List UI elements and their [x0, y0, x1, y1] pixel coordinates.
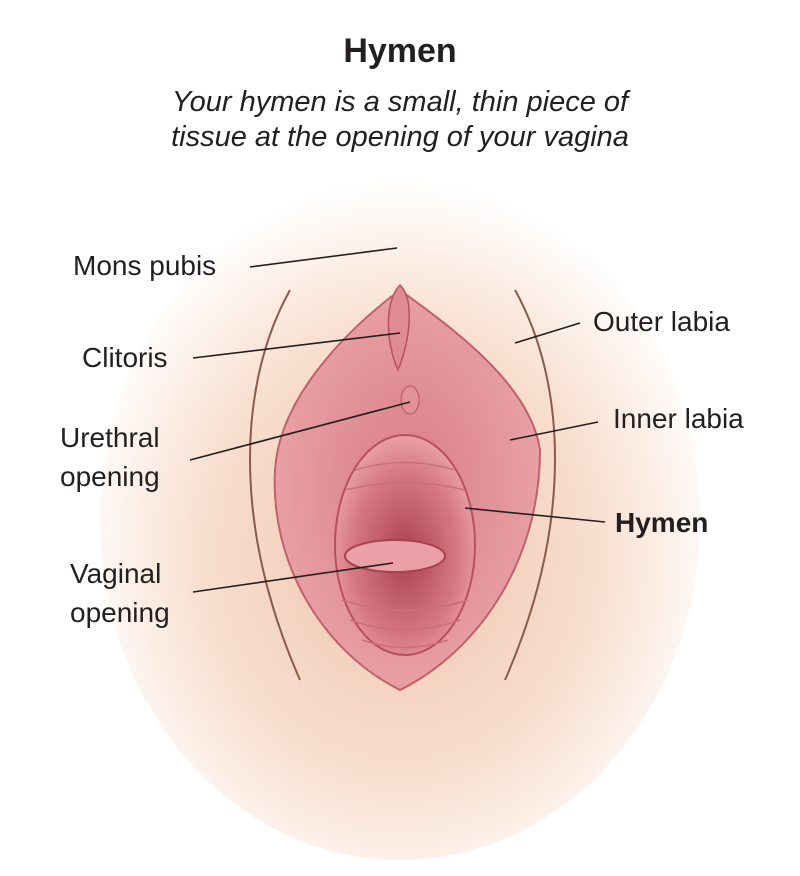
- vaginal-opening-line: [192, 562, 394, 593]
- vaginal-ridges: [341, 461, 469, 649]
- label-inner-labia: Inner labia: [613, 403, 744, 434]
- label-urethral-opening-2: opening: [60, 461, 160, 492]
- leader-lines: [189, 247, 606, 593]
- hymen-line: [464, 507, 606, 523]
- clitoris-line: [192, 332, 401, 359]
- urethral-opening-line: [189, 401, 411, 461]
- subtitle-line-1: Your hymen is a small, thin piece of: [171, 86, 629, 118]
- mons-pubis-line: [249, 247, 398, 268]
- urethral-opening-shape: [400, 385, 420, 415]
- subtitle-line-2: tissue at the opening of your vagina: [171, 121, 629, 153]
- inner-labia-line: [509, 421, 599, 441]
- label-vaginal-opening-1: Vaginal: [70, 558, 162, 589]
- label-hymen: Hymen: [615, 507, 709, 538]
- outer-labia-left-edge: [249, 289, 301, 681]
- label-clitoris: Clitoris: [82, 342, 168, 373]
- hymen-shape: [344, 539, 446, 573]
- label-mons-pubis: Mons pubis: [73, 250, 217, 281]
- diagram-title: Hymen: [343, 32, 457, 70]
- clitoris-shape: [387, 283, 410, 372]
- label-outer-labia: Outer labia: [593, 306, 730, 337]
- outer-labia-line: [514, 322, 581, 344]
- outer-labia-right-edge: [504, 289, 556, 681]
- label-vaginal-opening-2: opening: [70, 597, 170, 628]
- label-urethral-opening-1: Urethral: [60, 422, 160, 453]
